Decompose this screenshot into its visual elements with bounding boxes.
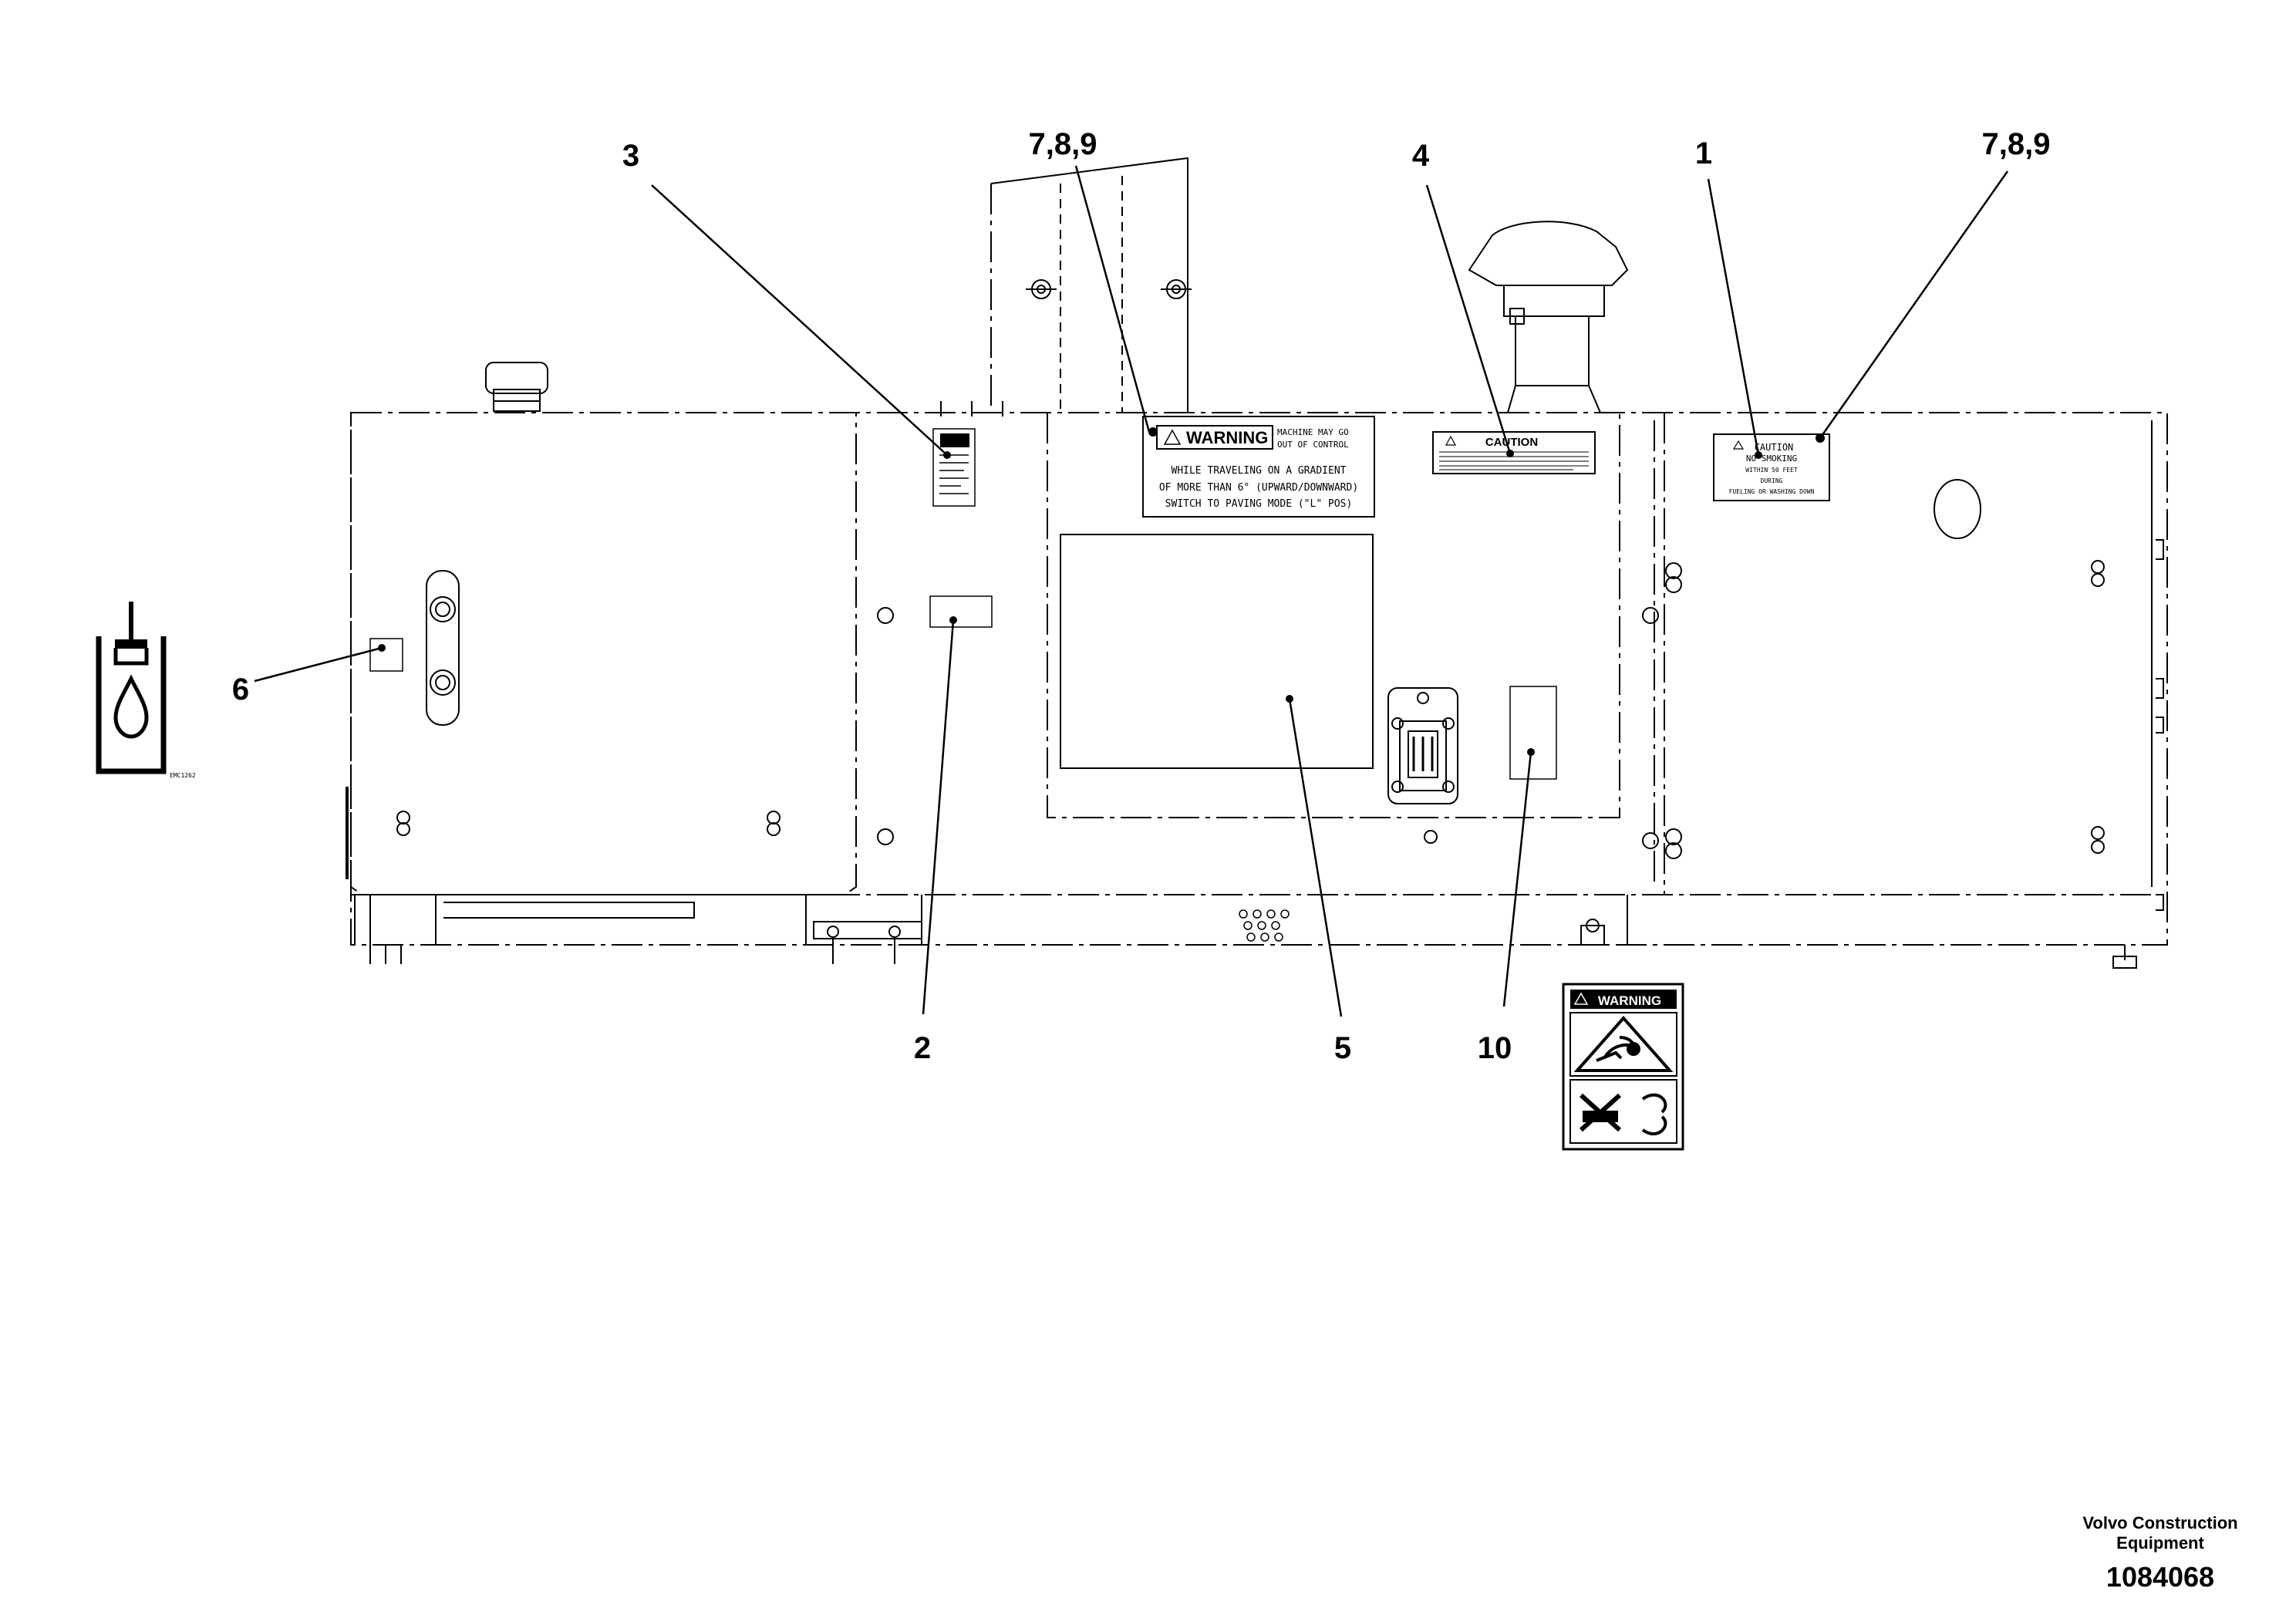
- svg-text:WHILE TRAVELING ON A GRADIENT: WHILE TRAVELING ON A GRADIENT: [1172, 465, 1347, 477]
- callout-10: 10: [1478, 1031, 1512, 1065]
- leader-lines: [254, 165, 2009, 1017]
- leader-4: [1425, 184, 1512, 454]
- upper-mast: [990, 157, 1192, 413]
- main-panel-outline: [350, 412, 2168, 946]
- leader-789-left: [1074, 165, 1151, 433]
- breather-cap: [1468, 221, 1629, 413]
- svg-text:NO SMOKING: NO SMOKING: [1746, 454, 1797, 464]
- svg-text:WITHIN 50 FEET: WITHIN 50 FEET: [1745, 467, 1798, 474]
- hazard-title: WARNING: [1598, 993, 1661, 1008]
- caution-title: CAUTION: [1485, 436, 1538, 449]
- decal-caution: CAUTION: [1432, 431, 1596, 474]
- decal-travel-warning: WARNING MACHINE MAY GO OUT OF CONTROL WH…: [1142, 416, 1375, 518]
- callout-7-8-9-right: 7,8,9: [1982, 127, 2051, 161]
- rotation-icon: [1641, 1093, 1667, 1136]
- document-number: 1084068: [2106, 1561, 2215, 1593]
- callout-5: 5: [1334, 1031, 1351, 1065]
- left-door-box: [346, 362, 857, 895]
- hydraulic-oil-pictogram: EMC1262: [96, 602, 196, 779]
- callout-4: 4: [1412, 139, 1430, 173]
- center-recess: [1047, 413, 1620, 818]
- svg-text:MACHINE MAY GO: MACHINE MAY GO: [1277, 427, 1349, 437]
- leader-dots: [378, 450, 1762, 756]
- svg-text:EMC1262: EMC1262: [170, 772, 196, 779]
- leader-789-right: [1819, 170, 2009, 439]
- svg-text:SWITCH TO PAVING MODE ("L" POS: SWITCH TO PAVING MODE ("L" POS): [1165, 498, 1353, 510]
- lower-frame-left: [354, 895, 922, 964]
- leader-3: [651, 184, 948, 456]
- decal-3-small-warning: [932, 428, 976, 507]
- svg-text:OUT OF CONTROL: OUT OF CONTROL: [1277, 440, 1349, 450]
- callout-1: 1: [1695, 137, 1712, 170]
- brand-name: Volvo Construction Equipment: [2082, 1513, 2238, 1553]
- callout-7-8-9-left: 7,8,9: [1029, 127, 1097, 161]
- door-latch: [1387, 686, 1557, 844]
- leader-6: [254, 646, 383, 683]
- callout-3: 3: [622, 139, 639, 173]
- callout-2: 2: [914, 1031, 931, 1065]
- center-left-section: [877, 401, 1003, 845]
- svg-text:FUELING OR WASHING DOWN: FUELING OR WASHING DOWN: [1729, 488, 1815, 495]
- decal-10-rotating-warning: WARNING: [1562, 983, 1684, 1151]
- vent-dots: [1239, 909, 1290, 942]
- svg-text:DURING: DURING: [1761, 477, 1783, 484]
- decal-no-smoking: CAUTION NO SMOKING WITHIN 50 FEET DURING…: [1713, 433, 1830, 501]
- leader-1: [1707, 178, 1760, 456]
- warning-title: WARNING: [1186, 428, 1268, 447]
- leader-2: [922, 619, 955, 1015]
- leader-5: [1288, 698, 1343, 1017]
- svg-text:OF MORE THAN 6° (UPWARD/DOWNWA: OF MORE THAN 6° (UPWARD/DOWNWARD): [1159, 482, 1358, 494]
- svg-text:CAUTION: CAUTION: [1755, 442, 1794, 453]
- callout-labels: 3 7,8,9 4 1 7,8,9 6 2 5 10: [232, 127, 2051, 1065]
- right-door-box: [1580, 413, 2164, 969]
- callout-6: 6: [232, 673, 249, 706]
- leader-10: [1502, 751, 1532, 1007]
- oil-drop-icon: [113, 674, 149, 739]
